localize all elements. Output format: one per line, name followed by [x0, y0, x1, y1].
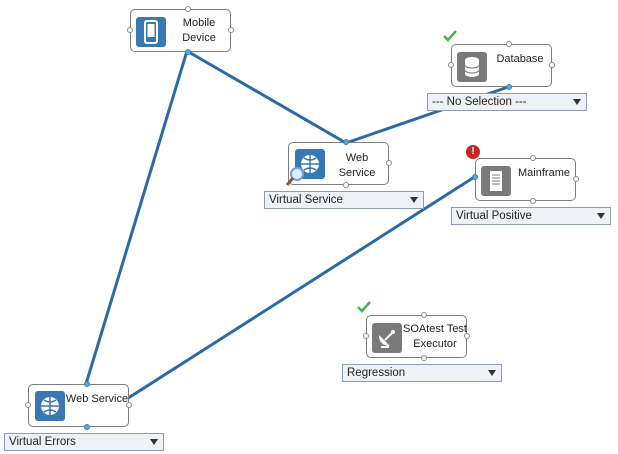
connection-webservice-left-to-mainframe	[85, 174, 477, 427]
node-label: Web Service	[338, 152, 376, 179]
dropdown-value: --- No Selection ---	[432, 96, 527, 108]
database-icon	[457, 52, 487, 82]
port-right[interactable]	[464, 333, 470, 339]
chevron-down-icon	[150, 439, 158, 445]
port-right[interactable]	[126, 402, 132, 408]
port-left[interactable]	[127, 27, 133, 33]
mobile-phone-icon	[136, 17, 166, 47]
port-left[interactable]	[448, 62, 454, 68]
node-mainframe[interactable]: Mainframe	[472, 155, 579, 204]
port-right[interactable]	[549, 62, 555, 68]
port-left[interactable]	[472, 174, 478, 180]
node-database[interactable]: Database	[448, 41, 555, 90]
dropdown-value: Virtual Positive	[456, 210, 532, 222]
dropdown-value: Regression	[347, 367, 406, 379]
port-bottom[interactable]	[343, 182, 349, 188]
mainframe-dropdown[interactable]: Virtual Positive	[451, 207, 611, 225]
dropdown-value: Virtual Errors	[9, 436, 76, 448]
node-label: Database	[496, 53, 544, 65]
magnifier-icon	[285, 167, 304, 186]
database-dropdown[interactable]: --- No Selection ---	[427, 93, 587, 111]
port-bottom[interactable]	[185, 49, 191, 55]
port-top[interactable]	[421, 312, 427, 318]
connection-mobile-to-webservice-left	[84, 50, 189, 385]
port-bottom[interactable]	[530, 198, 536, 204]
node-label: SOAtest Test Executor	[403, 323, 467, 350]
node-label: Web Service	[65, 393, 129, 405]
port-right[interactable]	[573, 176, 579, 182]
port-top[interactable]	[506, 41, 512, 47]
port-top[interactable]	[185, 6, 191, 12]
server-icon	[481, 166, 511, 196]
port-left[interactable]	[25, 402, 31, 408]
port-top[interactable]	[530, 155, 536, 161]
check-icon	[357, 301, 371, 313]
node-label: Mainframe	[518, 167, 570, 179]
node-mobile-device[interactable]: Mobile Device	[127, 6, 234, 55]
globe-icon	[35, 391, 65, 421]
dropdown-value: Virtual Service	[269, 194, 343, 206]
port-right[interactable]	[386, 160, 392, 166]
port-top[interactable]	[343, 139, 349, 145]
satellite-dish-icon	[372, 323, 402, 353]
port-right[interactable]	[228, 27, 234, 33]
port-bottom[interactable]	[421, 355, 427, 361]
chevron-down-icon	[410, 197, 418, 203]
port-left[interactable]	[363, 333, 369, 339]
chevron-down-icon	[488, 370, 496, 376]
error-icon: !	[466, 145, 480, 159]
node-web-service-left[interactable]: Web Service	[25, 381, 132, 430]
soatest-executor-dropdown[interactable]: Regression	[342, 364, 502, 382]
node-label: Mobile Device	[182, 17, 216, 44]
check-icon	[443, 30, 457, 42]
web-service-center-dropdown[interactable]: Virtual Service	[264, 191, 424, 209]
chevron-down-icon	[597, 213, 605, 219]
chevron-down-icon	[573, 99, 581, 105]
port-bottom[interactable]	[84, 424, 90, 430]
port-bottom[interactable]	[506, 84, 512, 90]
connection-mobile-to-webservice-center	[186, 49, 347, 145]
node-soatest-executor[interactable]: SOAtest Test Executor	[363, 312, 470, 361]
port-top[interactable]	[84, 381, 90, 387]
web-service-left-dropdown[interactable]: Virtual Errors	[4, 433, 164, 451]
node-web-service-center[interactable]: Web Service	[285, 139, 392, 188]
